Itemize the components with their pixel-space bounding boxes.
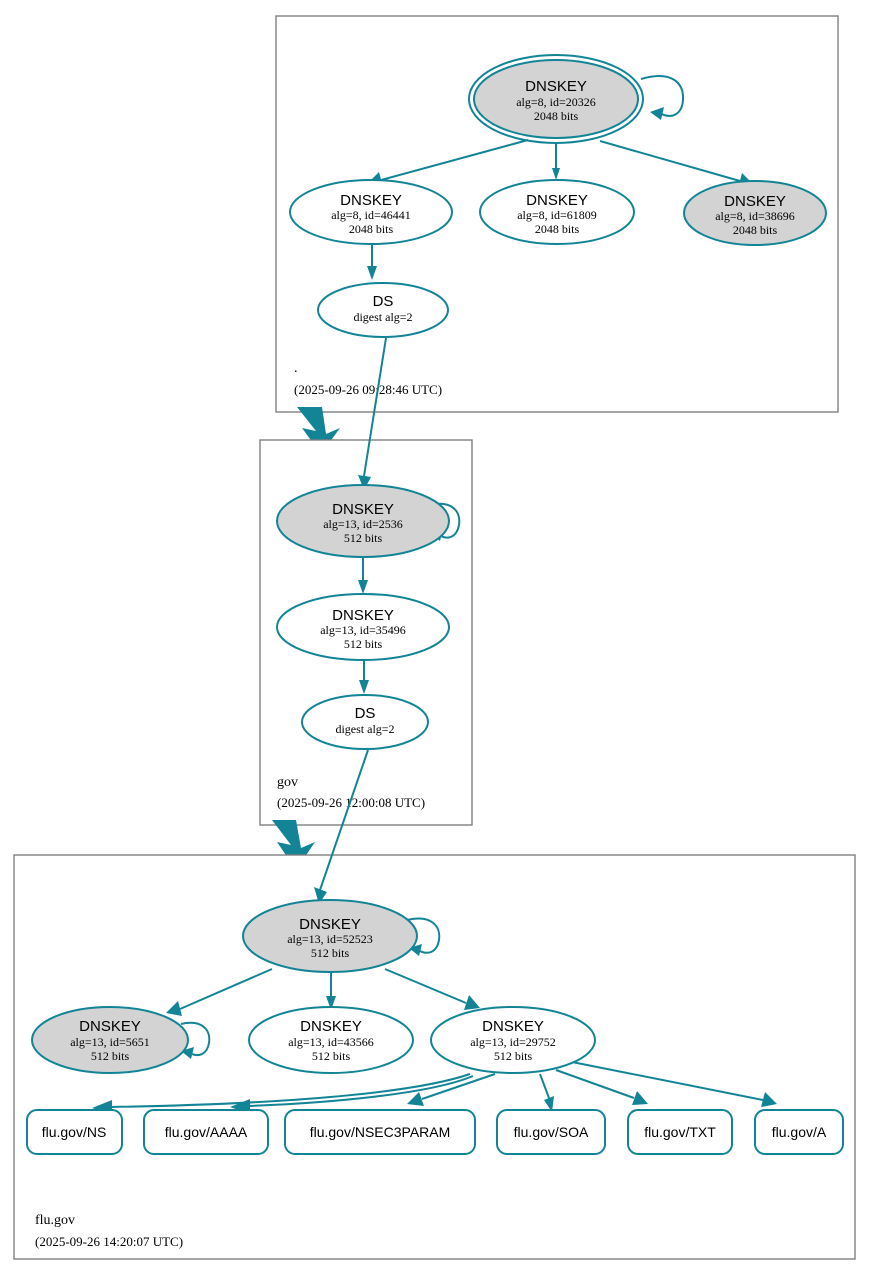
node-dnskey-2536-title: DNSKEY [332, 501, 394, 518]
edge-zsk29752-to-rr-nsec3param [407, 1073, 496, 1106]
edge-zsk29752-to-rr-soa [539, 1073, 554, 1112]
node-dnskey-61809-size: 2048 bits [535, 222, 580, 236]
node-dnskey-46441-title: DNSKEY [340, 192, 402, 209]
node-dnskey-5651-alg-id: alg=13, id=5651 [70, 1035, 150, 1049]
zone-cluster-gov: DNSKEY alg=13, id=2536 512 bits DNSKEY a… [259, 337, 473, 826]
node-dnskey-20326-alg-id: alg=8, id=20326 [516, 95, 596, 109]
rrset-flu-gov-aaaa-box [143, 1109, 269, 1155]
zone-label-gov: gov [277, 775, 298, 790]
edge-root-ds-to-gov-ksk [358, 337, 387, 490]
edge-root-ksk-self-loop [640, 75, 685, 120]
node-dnskey-43566-size: 512 bits [312, 1049, 351, 1063]
node-dnskey-43566-alg-id: alg=13, id=43566 [288, 1035, 374, 1049]
node-dnskey-35496-alg-id: alg=13, id=35496 [320, 623, 406, 637]
rrset-flu-gov-aaaa[interactable]: flu.gov/AAAA [143, 1109, 269, 1155]
edge-zsk29752-to-rr-a [571, 1061, 777, 1107]
edge-flugov-ksk-to-zsk29752 [384, 968, 480, 1010]
rrset-flu-gov-ns[interactable]: flu.gov/NS [26, 1109, 123, 1155]
node-dnskey-35496-ellipse [276, 593, 450, 661]
zone-label-flugov: flu.gov [35, 1213, 75, 1228]
zone-label-root: . [294, 361, 298, 376]
node-dnskey-52523[interactable]: DNSKEY alg=13, id=52523 512 bits [242, 899, 418, 973]
node-ds-root-to-gov[interactable]: DS digest alg=2 [317, 282, 449, 338]
node-dnskey-5651-title: DNSKEY [79, 1018, 141, 1035]
zone-timestamp-flugov: (2025-09-26 14:20:07 UTC) [35, 1234, 183, 1249]
node-dnskey-20326-title: DNSKEY [525, 78, 587, 95]
node-dnskey-43566[interactable]: DNSKEY alg=13, id=43566 512 bits [248, 1006, 414, 1074]
node-dnskey-61809-title: DNSKEY [526, 192, 588, 209]
zone-timestamp-root: (2025-09-26 09:28:46 UTC) [294, 382, 442, 397]
rrset-flu-gov-txt-box [627, 1109, 733, 1155]
node-dnskey-46441-ellipse [289, 179, 453, 245]
node-dnskey-29752-ellipse [430, 1006, 596, 1074]
rrset-flu-gov-nsec3param[interactable]: flu.gov/NSEC3PARAM [284, 1109, 476, 1155]
node-dnskey-5651[interactable]: DNSKEY alg=13, id=5651 512 bits [31, 1006, 189, 1074]
rrset-flu-gov-ns-label: flu.gov/NS [42, 1124, 107, 1140]
rrset-flu-gov-nsec3param-label: flu.gov/NSEC3PARAM [310, 1124, 451, 1140]
rrset-flu-gov-soa-label: flu.gov/SOA [514, 1124, 589, 1140]
node-dnskey-46441-size: 2048 bits [349, 222, 394, 236]
node-ds-gov-to-flugov-digest: digest alg=2 [335, 722, 394, 736]
node-dnskey-29752-alg-id: alg=13, id=29752 [470, 1035, 556, 1049]
rrset-flu-gov-txt-label: flu.gov/TXT [644, 1124, 716, 1140]
node-dnskey-29752[interactable]: DNSKEY alg=13, id=29752 512 bits [430, 1006, 596, 1074]
node-dnskey-52523-ellipse [242, 899, 418, 973]
node-dnskey-29752-title: DNSKEY [482, 1018, 544, 1035]
node-dnskey-43566-ellipse [248, 1006, 414, 1074]
node-dnskey-38696[interactable]: DNSKEY alg=8, id=38696 2048 bits [683, 180, 827, 246]
node-dnskey-38696-ellipse [683, 180, 827, 246]
node-dnskey-20326[interactable]: DNSKEY alg=8, id=20326 2048 bits [468, 54, 644, 144]
rrset-flu-gov-a-box [754, 1109, 844, 1155]
edge-gov-ksk-to-zsk35496 [358, 557, 368, 594]
edge-root-ksk-to-zsk61809 [552, 142, 560, 180]
node-dnskey-38696-title: DNSKEY [724, 193, 786, 210]
edge-gov-zsk35496-to-ds [359, 660, 369, 694]
rrset-flu-gov-soa[interactable]: flu.gov/SOA [496, 1109, 606, 1155]
rrset-flu-gov-txt[interactable]: flu.gov/TXT [627, 1109, 733, 1155]
node-dnskey-20326-size: 2048 bits [534, 109, 579, 123]
edge-zsk29752-to-rr-txt [555, 1069, 648, 1105]
node-dnskey-20326-ellipse [473, 59, 639, 139]
edge-flugov-ksk-to-zsk5651 [166, 968, 273, 1016]
node-dnskey-52523-size: 512 bits [311, 946, 350, 960]
node-dnskey-20326-trust-anchor-ring [468, 54, 644, 144]
edge-gov-ds-to-flugov-ksk [314, 749, 369, 904]
node-dnskey-35496-size: 512 bits [344, 637, 383, 651]
rrset-flu-gov-nsec3param-box [284, 1109, 476, 1155]
node-ds-root-to-gov-ellipse [317, 282, 449, 338]
node-dnskey-2536-size: 512 bits [344, 531, 383, 545]
node-ds-gov-to-flugov-ellipse [301, 694, 429, 750]
node-dnskey-46441-alg-id: alg=8, id=46441 [331, 208, 411, 222]
node-ds-gov-to-flugov[interactable]: DS digest alg=2 [301, 694, 429, 750]
node-ds-root-to-gov-title: DS [373, 293, 394, 310]
rrset-flu-gov-soa-box [496, 1109, 606, 1155]
node-ds-root-to-gov-digest: digest alg=2 [353, 310, 412, 324]
rrset-flu-gov-aaaa-label: flu.gov/AAAA [165, 1124, 248, 1140]
node-ds-gov-to-flugov-title: DS [355, 705, 376, 722]
edge-flugov-ksk-to-zsk43566 [326, 972, 336, 1010]
node-dnskey-2536-ellipse [276, 484, 450, 558]
rrset-flu-gov-ns-box [26, 1109, 123, 1155]
node-dnskey-5651-ellipse [31, 1006, 189, 1074]
node-dnskey-2536[interactable]: DNSKEY alg=13, id=2536 512 bits [276, 484, 450, 558]
node-dnskey-46441[interactable]: DNSKEY alg=8, id=46441 2048 bits [289, 179, 453, 245]
node-dnskey-61809-alg-id: alg=8, id=61809 [517, 208, 597, 222]
node-dnskey-5651-size: 512 bits [91, 1049, 130, 1063]
node-dnskey-29752-size: 512 bits [494, 1049, 533, 1063]
node-dnskey-43566-title: DNSKEY [300, 1018, 362, 1035]
node-dnskey-61809[interactable]: DNSKEY alg=8, id=61809 2048 bits [479, 179, 635, 245]
rrset-flu-gov-a-label: flu.gov/A [772, 1124, 827, 1140]
node-dnskey-38696-alg-id: alg=8, id=38696 [715, 209, 795, 223]
node-dnskey-52523-alg-id: alg=13, id=52523 [287, 932, 373, 946]
node-dnskey-52523-title: DNSKEY [299, 916, 361, 933]
node-dnskey-2536-alg-id: alg=13, id=2536 [323, 517, 403, 531]
node-dnskey-61809-ellipse [479, 179, 635, 245]
node-dnskey-35496[interactable]: DNSKEY alg=13, id=35496 512 bits [276, 593, 450, 661]
zone-cluster-root: DNSKEY alg=8, id=20326 2048 bits DNSKEY … [275, 15, 839, 413]
rrset-flu-gov-a[interactable]: flu.gov/A [754, 1109, 844, 1155]
node-dnskey-38696-size: 2048 bits [733, 223, 778, 237]
zone-cluster-flugov: DNSKEY alg=13, id=52523 512 bits DNSKEY … [13, 749, 856, 1260]
node-dnskey-35496-title: DNSKEY [332, 607, 394, 624]
edge-root-zsk46441-to-ds [367, 243, 377, 280]
